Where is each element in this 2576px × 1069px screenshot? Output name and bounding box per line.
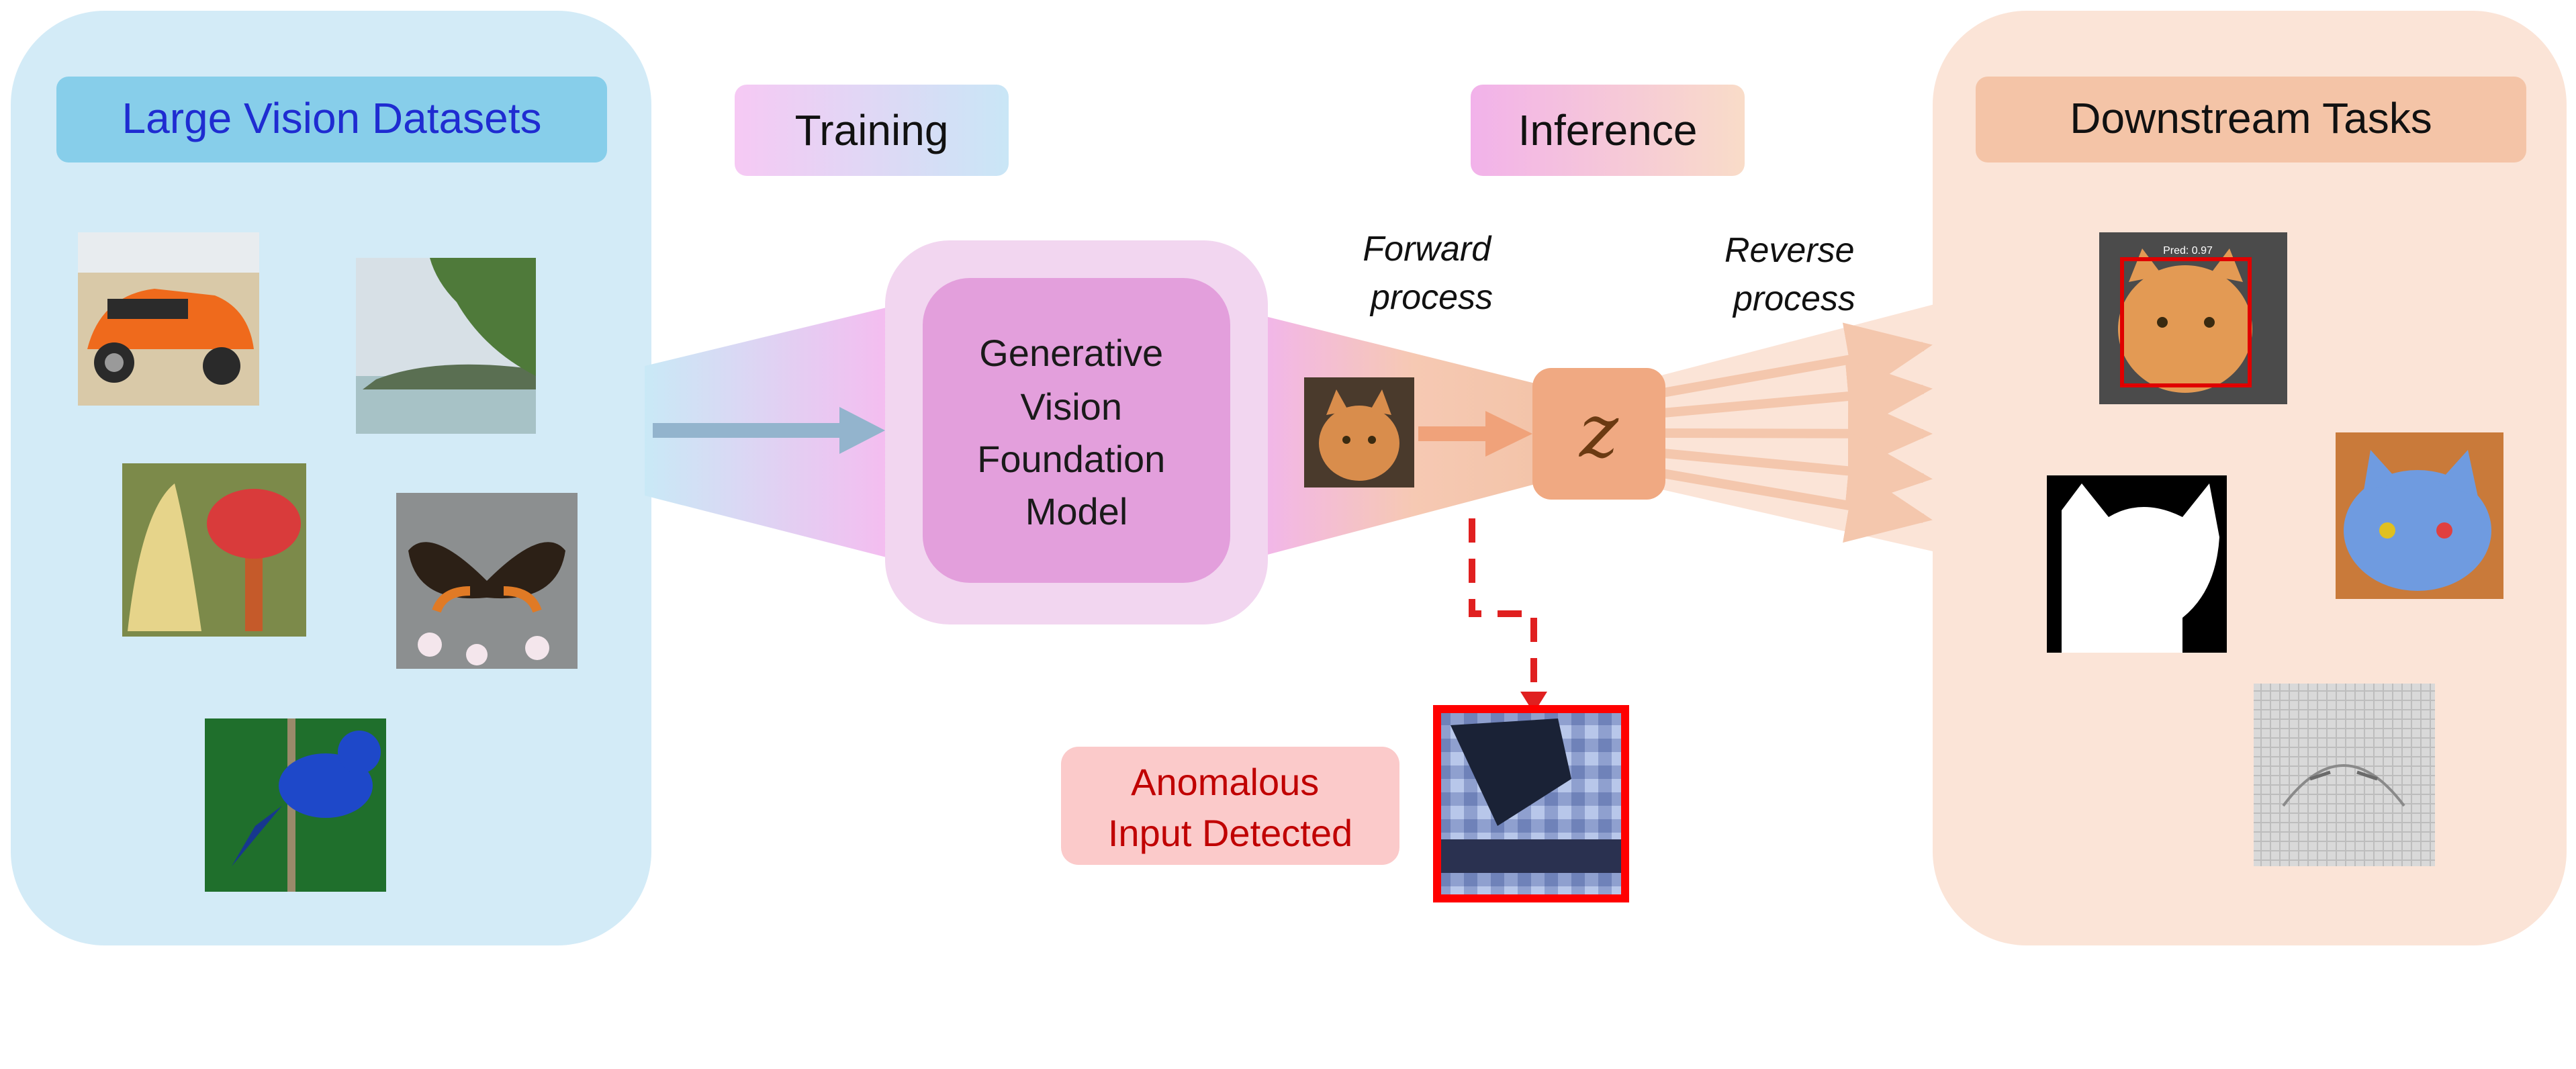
cat-edge-map bbox=[2254, 684, 2435, 866]
model-label-line-1: Generative bbox=[979, 332, 1163, 374]
training-label: Training bbox=[795, 106, 949, 154]
mushroom-photo bbox=[122, 463, 306, 637]
cat-detection: Pred: 0.97 bbox=[2099, 232, 2287, 404]
detection-label: Pred: 0.97 bbox=[2163, 245, 2213, 257]
reverse-arrow-5 bbox=[1661, 468, 1933, 543]
training-label-box bbox=[735, 85, 1009, 176]
reverse-process-label: Reverse process bbox=[1724, 231, 1864, 318]
inference-label: Inference bbox=[1518, 106, 1698, 154]
training-arrow-head bbox=[839, 407, 885, 454]
car-photo bbox=[78, 232, 259, 406]
right-panel-title-box bbox=[1976, 77, 2526, 162]
cat-segmentation-mask bbox=[2047, 475, 2227, 653]
cat-depth-color bbox=[2336, 432, 2503, 599]
inference-label-box bbox=[1471, 85, 1745, 176]
reverse-arrow-2 bbox=[1662, 359, 1933, 434]
reverse-arrows bbox=[1661, 322, 1933, 543]
anomaly-arrow-head bbox=[1520, 692, 1547, 713]
bluebird-photo bbox=[205, 718, 386, 892]
generative-model: Generative Vision Foundation Model bbox=[885, 240, 1268, 624]
model-label: Generative Vision Foundation Model bbox=[977, 332, 1176, 532]
anomaly-dashed-arrow bbox=[1469, 518, 1537, 698]
right-panel-title: Downstream Tasks bbox=[2070, 94, 2432, 142]
anomaly-label-box bbox=[1061, 747, 1399, 865]
reverse-arrow-3 bbox=[1662, 396, 1933, 471]
anomaly-label: Anomalous Input Detected bbox=[1108, 761, 1352, 854]
latent-symbol: z bbox=[1578, 388, 1619, 474]
anomaly-label-line-1: Anomalous bbox=[1131, 761, 1319, 803]
reverse-arrow-1 bbox=[1661, 322, 1933, 398]
left-panel-title: Large Vision Datasets bbox=[122, 94, 542, 142]
forward-process-line-1: Forward bbox=[1363, 230, 1492, 269]
input-cat-image bbox=[1304, 377, 1414, 487]
forward-process-line-2: process bbox=[1369, 278, 1493, 317]
forward-arrow-head bbox=[1485, 411, 1532, 457]
right-panel: Downstream Tasks Pred: 0.97 bbox=[1933, 11, 2567, 945]
model-label-line-3: Foundation bbox=[977, 438, 1165, 480]
noisy-anomalous-image bbox=[1433, 705, 1629, 902]
model-label-line-4: Model bbox=[1025, 490, 1128, 532]
model-label-line-2: Vision bbox=[1020, 385, 1122, 428]
left-panel: Large Vision Datasets bbox=[11, 11, 651, 945]
model-inner-box bbox=[923, 278, 1230, 583]
forward-process-label: Forward process bbox=[1363, 230, 1500, 317]
butterfly-photo bbox=[396, 493, 578, 669]
reverse-process-line-1: Reverse bbox=[1724, 231, 1855, 270]
left-panel-title-box bbox=[56, 77, 607, 162]
lake-shore-photo bbox=[356, 258, 536, 434]
anomaly-label-line-2: Input Detected bbox=[1108, 812, 1352, 854]
latent-box bbox=[1532, 368, 1665, 500]
detection-box bbox=[2120, 257, 2252, 387]
reverse-process-line-2: process bbox=[1732, 279, 1855, 318]
